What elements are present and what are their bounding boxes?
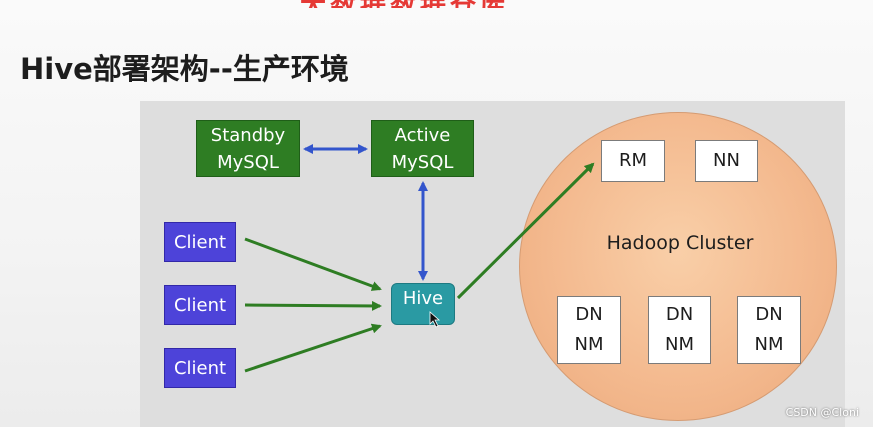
client-box-2: Client [164,285,236,325]
worker-node-2: DN NM [648,296,711,364]
mouse-cursor-icon [429,311,441,328]
active-mysql-box: Active MySQL [371,120,474,177]
worker-node-1-nm: NM [574,334,604,355]
slide-header-fragment: 大数据数据仓库 [300,0,640,8]
worker-node-1-dn: DN [575,304,603,325]
hadoop-cluster-circle [519,112,837,421]
nn-node: NN [695,140,758,182]
hive-box: Hive [391,283,455,325]
arrow-client2-hive [244,300,382,311]
active-mysql-line1: Active [394,124,451,146]
arrow-hive-rm [456,162,595,300]
watermark: CSDN @Cloni [785,406,859,419]
rm-node: RM [601,140,665,182]
worker-node-3-dn: DN [755,304,783,325]
client-box-3: Client [164,348,236,388]
worker-node-2-dn: DN [665,304,694,325]
standby-mysql-box: Standby MySQL [196,120,300,177]
standby-mysql-line2: MySQL [217,151,279,173]
worker-node-3-nm: NM [754,334,784,355]
standby-mysql-line1: Standby [210,124,286,146]
worker-node-2-nm: NM [665,334,694,355]
hadoop-cluster-label: Hadoop Cluster [606,232,754,254]
arrow-client1-hive [244,237,382,291]
worker-node-3: DN NM [737,296,801,364]
slide-title: Hive部署架构--生产环境 [20,52,349,86]
active-mysql-line2: MySQL [391,151,454,173]
client-box-1: Client [164,222,236,262]
worker-node-1: DN NM [557,296,621,364]
arrow-client3-hive [244,323,382,373]
